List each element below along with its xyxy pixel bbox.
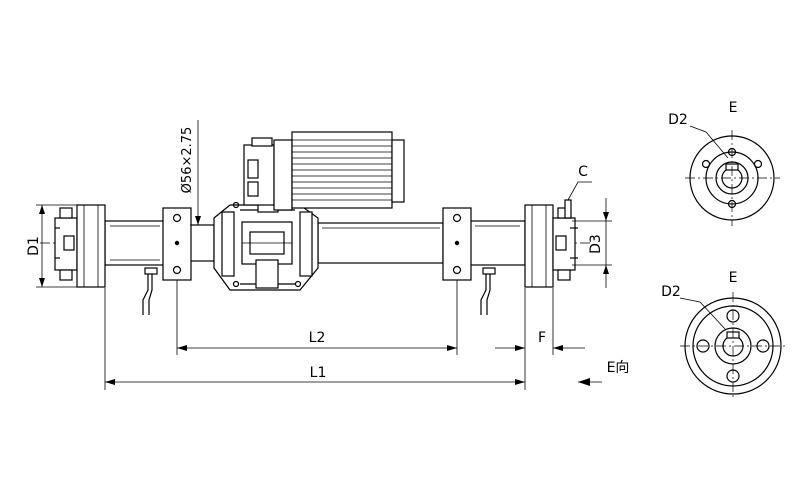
hub-top-label-e: E xyxy=(729,100,738,116)
right-wheel-hub xyxy=(524,199,578,288)
dim-d1 xyxy=(36,204,78,288)
dim-label-l2: L2 xyxy=(309,330,326,346)
differential-housing xyxy=(213,197,319,291)
leader-c xyxy=(567,181,592,201)
hub-bottom-label-e: E xyxy=(729,270,738,286)
dim-label-l1: L1 xyxy=(310,365,327,381)
dim-l2 xyxy=(176,280,458,355)
left-spring-seat xyxy=(162,207,192,281)
dim-label-tube-diameter: Ø56×2.75 xyxy=(180,127,195,194)
dimensions: D1 D3 Ø56×2.75 L2 xyxy=(26,120,629,390)
view-label-e: E向 xyxy=(607,360,630,376)
dim-label-f: F xyxy=(538,330,546,346)
drive-motor xyxy=(243,131,405,211)
dim-tube-diameter xyxy=(190,120,206,226)
dim-f xyxy=(495,288,585,355)
left-wheel-hub xyxy=(54,204,106,288)
hub-view-top xyxy=(685,125,780,226)
right-brake-bracket xyxy=(480,267,496,315)
dim-label-d3: D3 xyxy=(588,234,604,254)
hub-view-bottom xyxy=(679,292,786,400)
dim-label-d1: D1 xyxy=(26,236,42,256)
dim-d3 xyxy=(572,198,612,288)
left-axle-tube xyxy=(104,220,215,266)
dim-l1 xyxy=(104,288,526,390)
hub-bottom-label-d2: D2 xyxy=(661,284,681,300)
callout-label-c: C xyxy=(578,164,588,180)
hub-top-label-d2: D2 xyxy=(668,112,688,128)
view-arrow-e xyxy=(578,378,602,386)
right-spring-seat xyxy=(442,207,472,281)
right-axle-tube xyxy=(317,220,526,266)
axle-assembly xyxy=(40,131,590,315)
left-brake-bracket xyxy=(142,267,158,315)
